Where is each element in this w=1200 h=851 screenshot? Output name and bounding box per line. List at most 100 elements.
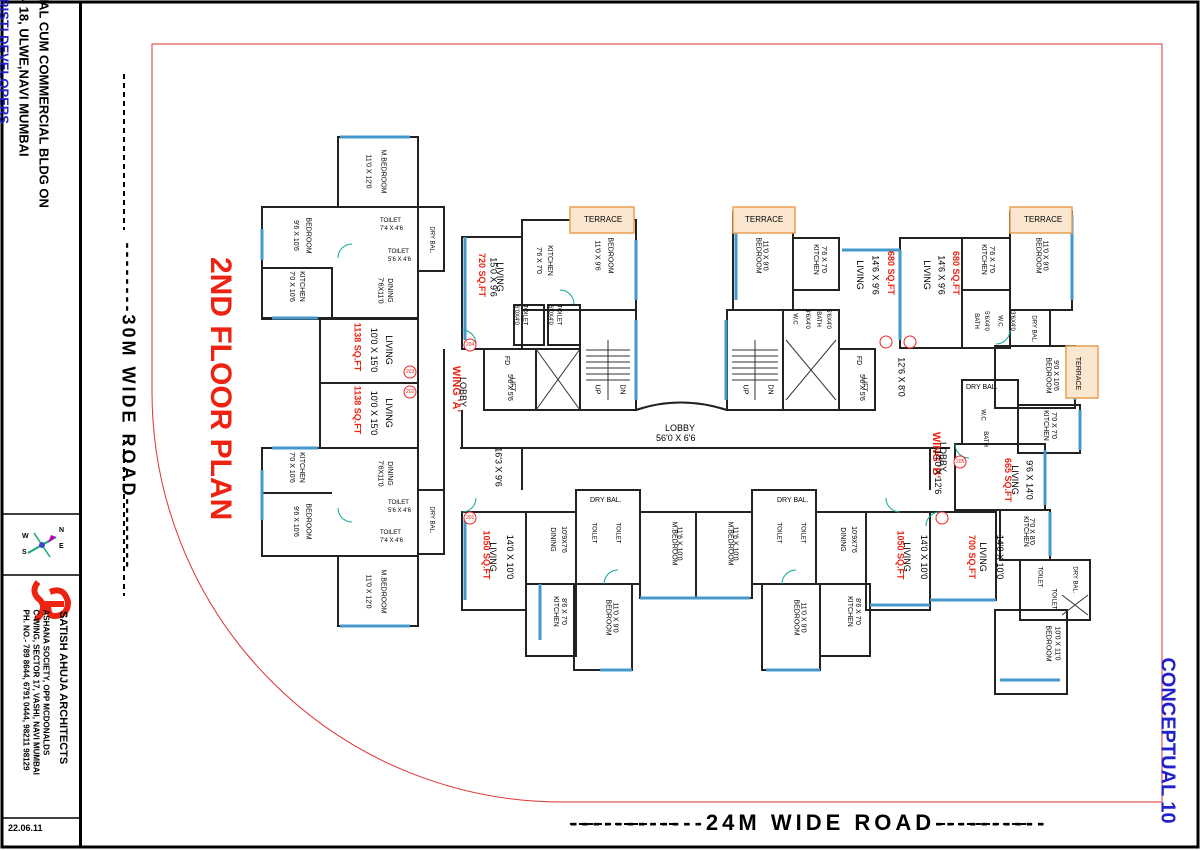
architect-address-1: ASHANA SOCIETY, OPP MCDONALDS xyxy=(41,609,51,756)
kitchen-a2-label: KITCHEN xyxy=(297,452,305,483)
staircase-b xyxy=(732,340,778,400)
bedroom-t2-dim: 11'0 X 9'0 xyxy=(761,240,769,271)
living-t3-label: LIVING xyxy=(921,260,932,290)
dry-bal-b1: DRY BAL. xyxy=(590,497,622,504)
stair-a-dn: DN xyxy=(618,384,626,395)
architect-logo xyxy=(31,580,72,623)
dining-a2-dim: 7'6X11'0 xyxy=(376,460,384,487)
bedroom-r2-dim: 10'0 X 11'0 xyxy=(1053,626,1061,661)
drawing-date: 22.06.11 xyxy=(8,823,43,833)
bedroom-a2-label: BEDROOM xyxy=(304,503,312,540)
kitchen-a2-dim: 7'0 X 10'6 xyxy=(287,452,295,483)
living-r2-label: LIVING xyxy=(977,542,988,572)
area-a2: 1138 SQ.FT xyxy=(352,385,363,435)
kitchen-a1-label: KITCHEN xyxy=(297,271,305,302)
toilet-a2-dim: 5'6 X 4'6 xyxy=(388,257,411,263)
building-walls xyxy=(261,136,1091,695)
road-bottom-label: ------------24M WIDE ROAD---------- xyxy=(570,810,1049,835)
toilet-r2b-label: TOILET xyxy=(1050,588,1057,610)
living-a1-dim: 10'0 X 15'0 xyxy=(369,327,380,373)
terrace-3-label: TERRACE xyxy=(1024,215,1063,224)
toilet-r2-label: TOILET xyxy=(1036,566,1043,588)
mbedroom-top-label: M.BEDROOM xyxy=(379,149,387,194)
toilet-a2-label: TOILET xyxy=(388,249,409,255)
area-r2: 700 SQ.FT xyxy=(967,534,978,580)
bedroom-b1-dim: 11'0 X 9'0 xyxy=(611,602,619,633)
kitchen-t3-label: KITCHEN xyxy=(979,244,987,275)
compass-e: E xyxy=(59,543,64,550)
toilet-t1-label: TOILET xyxy=(555,304,562,326)
main-lobby-dim: 56'0 X 6'6 xyxy=(656,433,696,443)
kitchen-b2-dim: 8'6 X 7'0 xyxy=(853,598,861,625)
bedroom-a1-dim: 9'6 X 10'6 xyxy=(291,220,299,251)
dining-a1-label: DINING xyxy=(385,278,393,303)
living-a2-label: LIVING xyxy=(383,398,394,428)
wc-r1-label: W.C xyxy=(979,409,986,421)
area-b2: 1050 SQ.FT xyxy=(895,530,906,580)
door-201: 201 xyxy=(466,515,475,521)
bedroom-a2-dim: 9'6 X 10'6 xyxy=(291,506,299,537)
mbedroom-b2-dim: 11'6 X 10'0 xyxy=(731,526,739,561)
project-title-line2: PLOT NO.108 SECTOR - 18, ULWE,NAVI MUMBA… xyxy=(16,0,32,157)
toilet-a3-label: TOILET xyxy=(388,500,409,506)
living-a2-dim: 10'0 X 15'0 xyxy=(369,390,380,436)
toilet-b1-label: TOILET xyxy=(590,522,597,544)
area-b1: 1050 SQ.FT xyxy=(481,530,492,580)
living-r1-dim: 9'6 X 14'0 xyxy=(1024,460,1035,500)
kitchen-b1-dim: 8'6 X 7'0 xyxy=(559,598,567,625)
staircase-a xyxy=(586,340,630,400)
wing-b-lobby-dim: 14'0 X 12'6 xyxy=(933,449,944,495)
kitchen-b2-label: KITCHEN xyxy=(845,596,853,627)
drawing-title: 2ND FLOOR PLAN xyxy=(204,257,237,521)
area-t3: 680 SQ.FT xyxy=(951,250,962,296)
compass-n: N xyxy=(59,527,65,534)
toilet-a1-label: TOILET xyxy=(380,218,401,224)
dining-a1-dim: 7'6X11'0 xyxy=(376,277,384,304)
dry-bal-a1: DRY BAL. xyxy=(428,226,435,254)
dry-bal-r1: DRY BAL. xyxy=(966,384,998,391)
door-205: 205 xyxy=(956,459,965,465)
dining-a2-label: DINING xyxy=(385,461,393,486)
stair-b-dn: DN xyxy=(766,384,774,395)
bedroom-r1-label: BEDROOM xyxy=(1044,357,1052,394)
kitchen-r2-dim: 7'0 X 8'0 xyxy=(1027,518,1035,545)
door-203: 203 xyxy=(406,369,415,375)
bedroom-b1-label: BEDROOM xyxy=(604,599,612,636)
wc-t3-label: W.C xyxy=(996,315,1003,327)
bedroom-t3-dim: 11'0 X 9'0 xyxy=(1041,240,1049,271)
dining-b1-label: DINING xyxy=(548,527,556,552)
fd-b-label: FD xyxy=(855,355,863,366)
bath-r1-label: BATH xyxy=(981,431,988,447)
corridor-top-dim: 12'6 X 8'0 xyxy=(896,357,907,397)
terrace-2-label: TERRACE xyxy=(745,215,784,224)
bedroom-t2-label: BEDROOM xyxy=(754,237,762,274)
living-t3-dim: 14'6 X 9'6 xyxy=(936,255,947,295)
dry-bal-r3: DRY BAL. xyxy=(1071,566,1078,594)
compass-icon xyxy=(27,532,57,558)
area-a1: 1138 SQ.FT xyxy=(352,322,363,372)
area-t1: 720 SQ.FT xyxy=(477,252,488,298)
bath-t3-label: BATH xyxy=(972,313,979,329)
fd-a-label: FD xyxy=(503,355,511,366)
mbedroom-top-dim: 11'0 X 12'0 xyxy=(364,154,372,189)
living-t2-label: LIVING xyxy=(854,260,865,290)
living-a1-label: LIVING xyxy=(383,335,394,365)
bedroom-t3-label: BEDROOM xyxy=(1034,237,1042,274)
wc-t2-dim: 3'6X4'0 xyxy=(803,309,810,329)
living-b2-dim: 14'0 X 10'0 xyxy=(919,534,930,580)
road-left-label: --------30M WIDE ROAD-------- xyxy=(118,242,139,571)
area-t2: 680 SQ.FT xyxy=(886,250,897,296)
bedroom-r1-dim: 9'0 X 10'6 xyxy=(1051,360,1059,391)
toilet-a4-dim: 7'4 X 4'6 xyxy=(380,538,403,544)
toilet-b1b-label: TOILET xyxy=(614,522,621,544)
wing-a-lobby: LOBBY xyxy=(458,376,469,408)
mbedroom-bot-dim: 11'0 X 12'0 xyxy=(364,574,372,609)
toilet-a4-label: TOILET xyxy=(380,530,401,536)
lift-a-dim: 5'6 X 5'6 xyxy=(505,374,513,401)
duct-crosses xyxy=(535,339,1089,616)
area-r1: 665 SQ.FT xyxy=(1003,457,1014,503)
road-lines xyxy=(123,74,1026,825)
